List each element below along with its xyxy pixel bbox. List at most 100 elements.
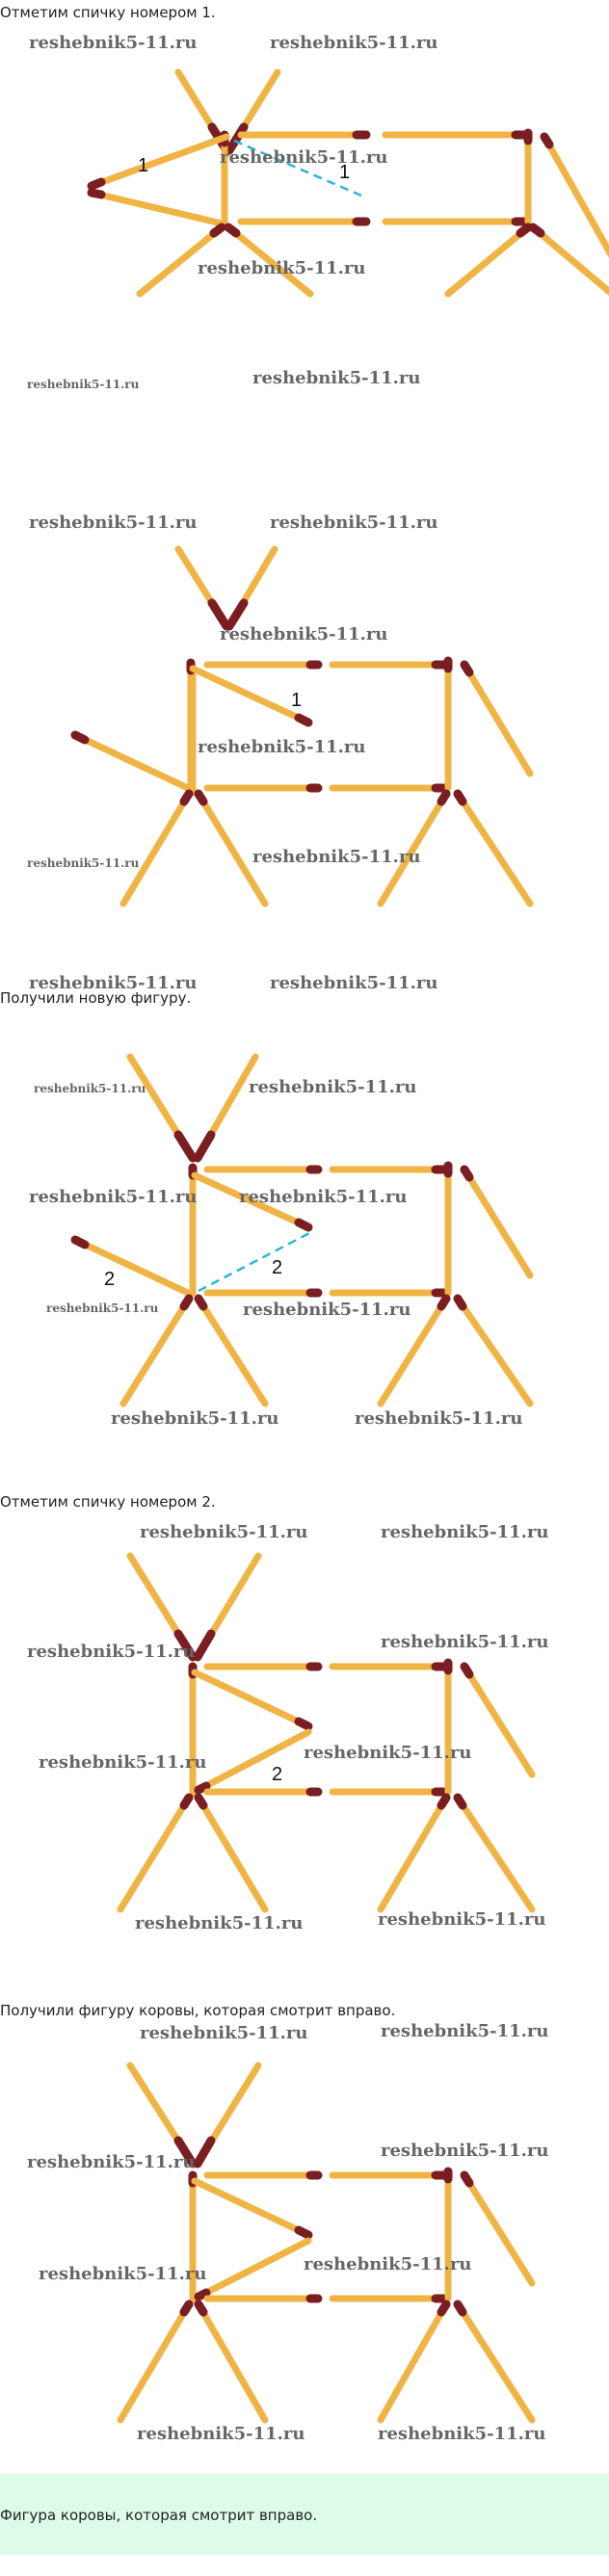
watermark: reshebnik5-11.ru [304,1743,471,1763]
match-stick [377,2300,451,2424]
step-4-caption: Получили фигуру коровы, которая смотрит … [0,2002,396,2019]
match-stick [70,730,192,792]
match-stick [126,1552,198,1662]
watermark: reshebnik5-11.ru [29,33,197,53]
watermark: reshebnik5-11.ru [381,1522,548,1542]
figure-3-matchstick-cow: reshebnik5-11.ru reshebnik5-11.ru 2 2 re… [0,965,609,1408]
watermark: reshebnik5-11.ru [381,2021,548,2041]
answer-note-box [0,2474,609,2555]
watermark: reshebnik5-11.ru [239,1187,407,1207]
figure-4-matchstick-cow: reshebnik5-11.ru reshebnik5-11.ru 2 resh… [0,1512,609,1956]
step-3-caption: Отметим спичку номером 2. [0,1493,216,1511]
match-stick [225,68,281,155]
watermark: reshebnik5-11.ru [140,2023,307,2043]
watermark: reshebnik5-11.ru [220,624,387,644]
figure-2-matchstick-cow: 1 reshebnik5-11.ru reshebnik5-11.ru resh… [0,499,609,923]
match-stick [136,223,226,298]
watermark: reshebnik5-11.ru [135,1913,303,1933]
watermark: reshebnik5-11.ru [29,973,197,993]
watermark: reshebnik5-11.ru [29,1187,197,1207]
match-stick [70,1235,192,1297]
watermark: reshebnik5-11.ru [198,258,365,278]
match-stick [453,2300,536,2424]
match-stick [453,1294,534,1407]
step-2-caption: Получили новую фигуру. [0,989,192,1007]
match-number-label: 2 [272,1257,282,1278]
watermark: reshebnik5-11.ru [198,737,365,757]
watermark: reshebnik5-11.ru [27,378,140,391]
watermark: reshebnik5-11.ru [355,1408,522,1429]
match-stick [191,1669,313,1731]
match-stick [377,789,451,907]
watermark: reshebnik5-11.ru [270,33,437,53]
watermark: reshebnik5-11.ru [378,1909,545,1930]
match-stick [460,1165,534,1279]
watermark: reshebnik5-11.ru [381,1632,548,1652]
match-stick [460,1662,536,1778]
watermark: reshebnik5-11.ru [252,368,420,388]
watermark: reshebnik5-11.ru [46,1301,159,1315]
match-stick [194,2237,312,2301]
match-stick [460,660,534,777]
watermark: reshebnik5-11.ru [34,1082,146,1095]
match-stick [540,132,609,258]
watermark: reshebnik5-11.ru [140,1522,307,1542]
watermark: reshebnik5-11.ru [220,147,387,168]
answer-note-text: Фигура коровы, которая смотрит вправо. [0,2507,318,2524]
match-stick [87,133,230,191]
dashed-guide-line [233,139,362,197]
match-stick [126,2062,198,2169]
watermark: reshebnik5-11.ru [304,2254,471,2274]
match-stick [117,2300,194,2424]
match-stick [191,1171,313,1232]
match-stick [174,545,231,631]
watermark: reshebnik5-11.ru [39,1752,206,1773]
watermark: reshebnik5-11.ru [111,1408,278,1429]
match-number-label: 2 [272,1764,282,1785]
step-1-caption: Отметим спичку номером 1. [0,4,216,21]
match-stick [460,2170,536,2287]
watermark: reshebnik5-11.ru [381,2141,548,2161]
match-number-label: 1 [291,690,302,711]
match-stick [444,223,533,298]
watermark: reshebnik5-11.ru [249,1077,416,1097]
watermark: reshebnik5-11.ru [137,2424,304,2444]
watermark: reshebnik5-11.ru [243,1300,410,1320]
watermark: reshebnik5-11.ru [29,513,197,533]
match-stick [194,1294,269,1407]
match-stick [225,545,278,631]
match-stick [194,1728,312,1795]
match-stick [194,2300,269,2424]
watermark: reshebnik5-11.ru [270,973,437,993]
match-stick [191,2177,313,2240]
match-stick [194,789,269,907]
figure-1-matchstick-cow: 1 1 reshebnik5-11.ru reshebnik5-11.ru re… [0,19,609,443]
match-stick [224,223,314,298]
match-stick [194,1793,269,1913]
watermark: reshebnik5-11.ru [378,2424,545,2444]
watermark: reshebnik5-11.ru [27,1642,195,1662]
watermark: reshebnik5-11.ru [27,856,140,870]
figure-5-final-cow: reshebnik5-11.ru reshebnik5-11.ru resheb… [0,2019,609,2472]
match-stick [193,2062,262,2169]
match-stick [87,188,225,227]
match-stick [377,1793,451,1913]
match-stick [117,1793,194,1913]
match-stick [193,1552,262,1662]
match-stick [189,665,313,727]
match-stick [453,1793,536,1913]
match-stick [119,1294,194,1407]
match-stick [126,1053,198,1163]
match-number-label: 1 [138,155,148,176]
dashed-guide-line [198,1229,314,1293]
match-stick [528,223,609,297]
watermark: reshebnik5-11.ru [27,2152,195,2172]
watermark: reshebnik5-11.ru [270,513,437,533]
match-stick [453,789,534,907]
figure-3-bottom-watermarks: reshebnik5-11.ru reshebnik5-11.ru [0,1402,609,1431]
match-stick [377,1294,451,1407]
match-stick [193,1053,259,1163]
match-number-label: 2 [104,1269,115,1290]
match-stick [119,789,194,907]
watermark: reshebnik5-11.ru [39,2264,206,2284]
